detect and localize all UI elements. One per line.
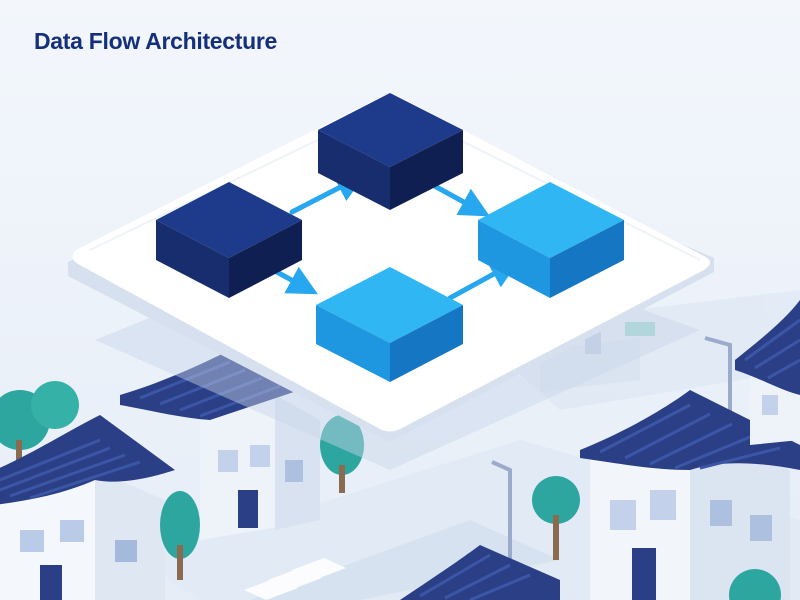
- house-bottom: [400, 545, 560, 600]
- node-left[interactable]: [156, 182, 302, 298]
- left-tall-tree: [160, 491, 200, 580]
- crosswalk: [244, 558, 346, 600]
- street-lamps: [491, 336, 732, 560]
- node-bottom[interactable]: [316, 267, 463, 382]
- center-tree: [320, 415, 364, 493]
- left-trees: [0, 381, 79, 480]
- house-right-middle: [580, 390, 800, 600]
- far-right-tree: [729, 569, 781, 600]
- house-right-far: [735, 300, 800, 445]
- node-top[interactable]: [318, 93, 463, 210]
- house-left-front: [0, 415, 175, 600]
- right-tree: [532, 476, 580, 560]
- page-title: Data Flow Architecture: [34, 28, 278, 54]
- node-right[interactable]: [478, 182, 624, 298]
